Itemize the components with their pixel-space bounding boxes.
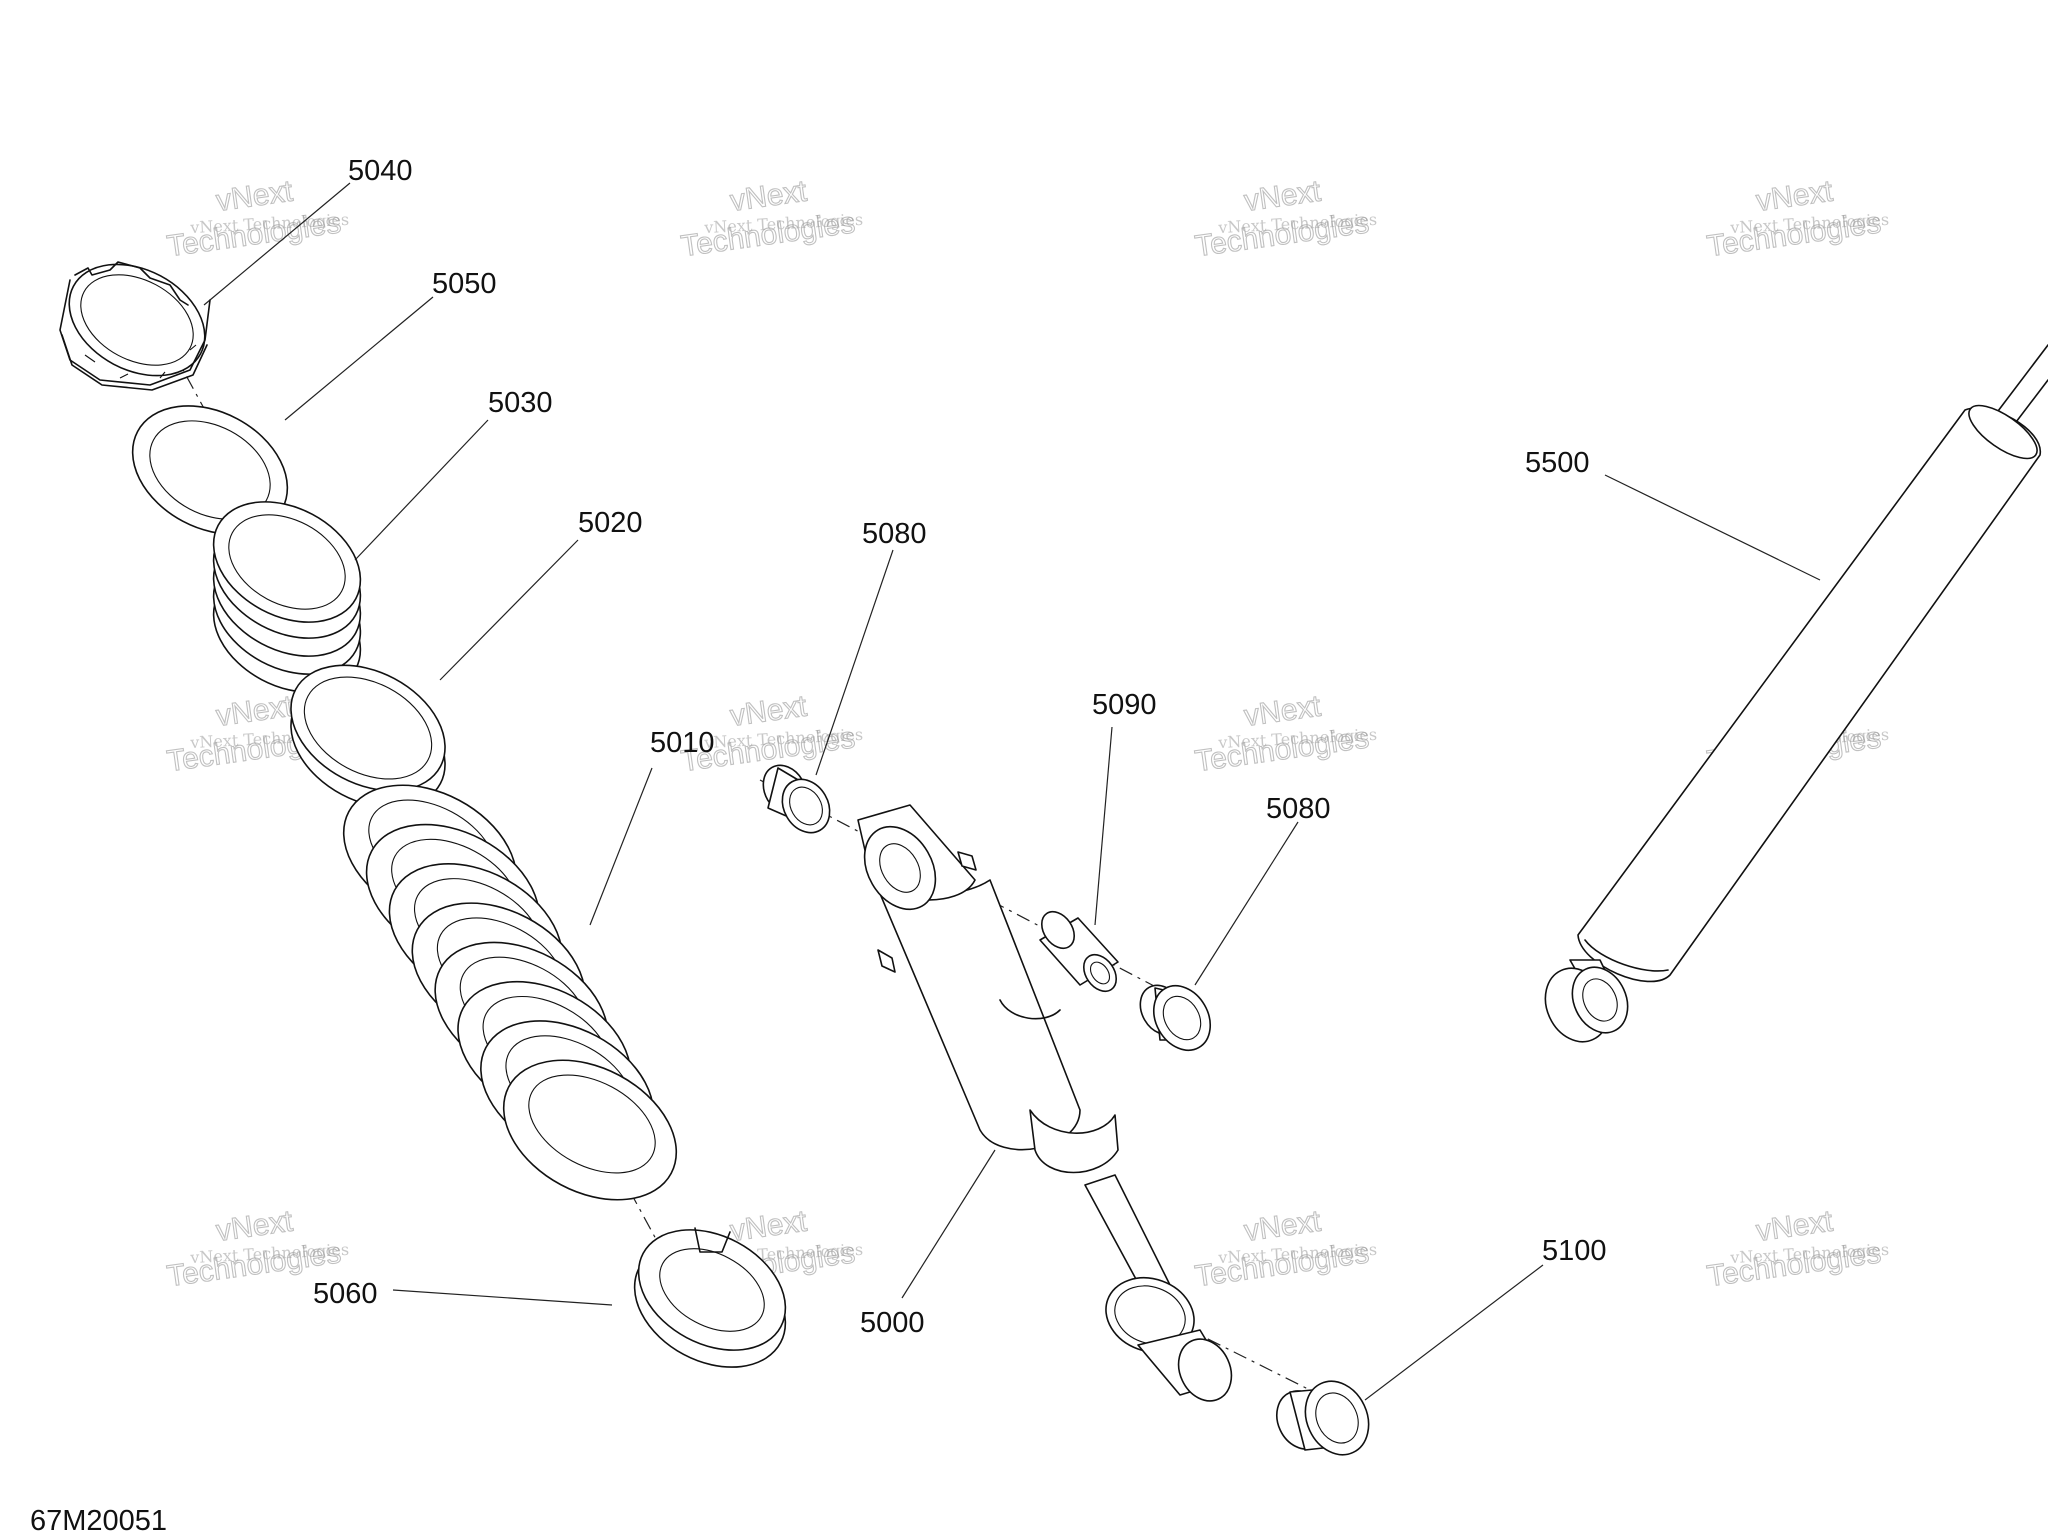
outer-bushing	[1139, 984, 1212, 1051]
leader-lines	[203, 182, 1821, 1401]
spring-coil-turn	[502, 1059, 678, 1201]
upper-eye-axis-line	[759, 779, 1201, 1011]
callout-5090: 5090	[1092, 689, 1157, 721]
callout-5060: 5060	[313, 1278, 378, 1310]
svg-text:vNext: vNext	[1754, 1205, 1835, 1248]
leader-5090	[1094, 726, 1113, 926]
leader-5100	[1364, 1264, 1544, 1401]
callout-5080-upper: 5080	[862, 518, 927, 550]
leader-5010	[589, 767, 653, 926]
spacer-sleeve	[1039, 910, 1119, 993]
callout-5040: 5040	[348, 155, 413, 187]
shock-absorber	[857, 804, 1233, 1402]
upper-bushing	[762, 764, 831, 834]
svg-text:vNext: vNext	[1242, 1205, 1323, 1248]
callout-5020: 5020	[578, 507, 643, 539]
callout-5050: 5050	[432, 268, 497, 300]
callout-5080-outer: 5080	[1266, 793, 1331, 825]
coil-spring	[342, 784, 678, 1201]
callout-labels: 5040 5050 5030 5020 5010 5060 5080 5090 …	[313, 155, 1607, 1339]
leader-5500	[1604, 474, 1821, 581]
leader-5020	[439, 539, 579, 681]
lower-spring-retainer	[633, 1227, 787, 1368]
leader-5030	[354, 419, 489, 561]
svg-text:vNext: vNext	[728, 690, 809, 733]
spring-seat-ring	[290, 664, 446, 809]
callout-5100: 5100	[1542, 1235, 1607, 1267]
spring-adjuster-collar	[59, 261, 211, 391]
svg-text:vNext: vNext	[214, 175, 295, 218]
svg-text:vNext: vNext	[1754, 175, 1835, 218]
leader-5040	[203, 182, 351, 306]
leader-5080-outer	[1194, 821, 1299, 986]
leader-5000	[901, 1149, 996, 1299]
callout-5000: 5000	[860, 1307, 925, 1339]
callout-5010: 5010	[650, 727, 715, 759]
svg-text:vNext: vNext	[1242, 690, 1323, 733]
svg-text:vNext: vNext	[1242, 175, 1323, 218]
svg-text:vNext: vNext	[214, 1205, 295, 1248]
adjuster-nut	[212, 501, 362, 693]
svg-text:vNext: vNext	[728, 175, 809, 218]
callout-5030: 5030	[488, 387, 553, 419]
leader-5060	[392, 1289, 613, 1306]
drawing-code: 67M20051	[30, 1505, 168, 1536]
svg-text:vNext: vNext	[214, 690, 295, 733]
shock-absorber-assembly	[1544, 344, 2048, 1043]
svg-text:vNext: vNext	[728, 1205, 809, 1248]
leader-5050	[284, 296, 434, 421]
leader-5080-upper	[815, 549, 894, 776]
lower-bushing	[1276, 1380, 1370, 1456]
spring-coil-inner	[528, 1074, 656, 1174]
callout-5500: 5500	[1525, 447, 1590, 479]
